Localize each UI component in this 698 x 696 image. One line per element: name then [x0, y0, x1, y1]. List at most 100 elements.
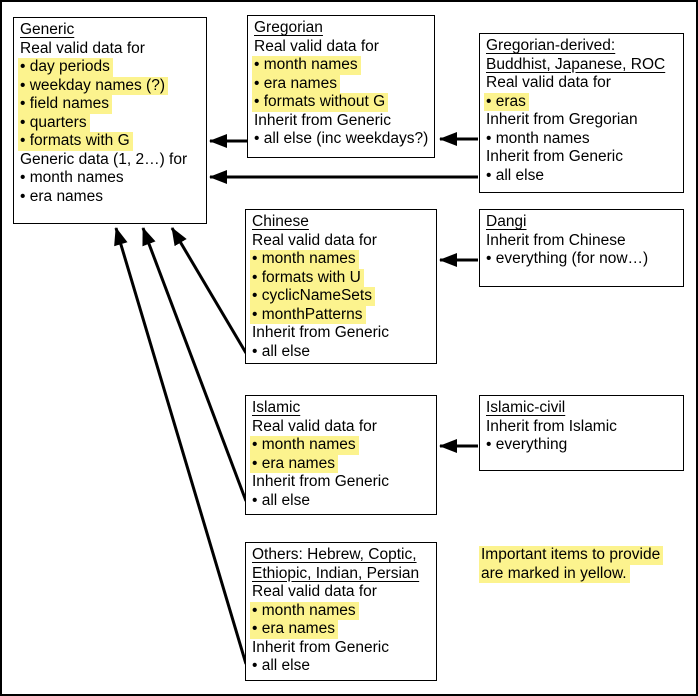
box-title-text: Generic	[20, 21, 75, 38]
text-line: • weekday names (?)	[18, 76, 203, 95]
line-text: • all else	[486, 166, 544, 184]
line-text: • all else	[252, 657, 310, 674]
text-line: Others: Hebrew, Coptic,	[250, 546, 433, 565]
line-text: Inherit from Generic	[252, 324, 389, 341]
text-line: Real valid data for	[252, 38, 431, 57]
text-line: • all else (inc weekdays?)	[252, 130, 431, 149]
line-text: Inherit from Generic	[252, 473, 389, 490]
text-line: • month names	[250, 601, 433, 620]
box-others-lines: Others: Hebrew, Coptic,Ethiopic, Indian,…	[250, 546, 433, 676]
text-line: • everything (for now…)	[484, 250, 680, 269]
line-text: • month names	[252, 56, 361, 75]
arrow-islamic-to-generic	[141, 227, 248, 502]
box-title-text: Gregorian	[254, 19, 323, 36]
text-line: Inherit from Chinese	[484, 232, 680, 251]
text-line: Islamic	[250, 399, 433, 418]
text-line: Buddhist, Japanese, ROC	[484, 56, 680, 75]
text-line: are marked in yellow.	[479, 564, 663, 583]
text-line: • month names	[484, 130, 680, 149]
text-line: Real valid data for	[18, 40, 203, 59]
text-line: • day periods	[18, 58, 203, 77]
line-text: • day periods	[18, 58, 113, 77]
text-line: • cyclicNameSets	[250, 287, 433, 306]
line-text: Real valid data for	[20, 39, 145, 57]
line-text: • formats without G	[252, 93, 389, 112]
text-line: Inherit from Generic	[252, 112, 431, 131]
box-gregorian-derived-lines: Gregorian-derived:Buddhist, Japanese, RO…	[484, 37, 680, 185]
line-text: Real valid data for	[254, 37, 379, 55]
line-text: • all else	[252, 342, 310, 360]
arrow-others-to-generic	[114, 227, 248, 665]
line-text: • everything	[486, 436, 568, 453]
line-text: • all else (inc weekdays?)	[254, 130, 429, 147]
text-line: Inherit from Gregorian	[484, 111, 680, 130]
text-line: • formats without G	[252, 93, 431, 112]
text-line: • month names	[252, 56, 431, 75]
line-text: • month names	[486, 129, 590, 147]
box-others: Others: Hebrew, Coptic,Ethiopic, Indian,…	[245, 542, 437, 681]
text-line: • monthPatterns	[250, 305, 433, 324]
line-text: • month names	[20, 169, 124, 186]
text-line: Real valid data for	[250, 418, 433, 437]
text-line: Inherit from Generic	[250, 324, 433, 343]
text-line: Inherit from Generic	[484, 148, 680, 167]
line-text: Inherit from Islamic	[486, 417, 617, 435]
line-text: • monthPatterns	[250, 305, 366, 324]
line-text: • era names	[250, 620, 338, 639]
line-text: Generic data (1, 2…) for	[20, 150, 188, 168]
text-line: • era names	[250, 620, 433, 639]
line-text: Inherit from Gregorian	[486, 111, 638, 128]
line-text: Real valid data for	[486, 74, 611, 91]
text-line: • everything	[484, 436, 680, 455]
line-text: Real valid data for	[252, 583, 377, 600]
text-line: Ethiopic, Indian, Persian	[250, 565, 433, 584]
text-line: Inherit from Islamic	[484, 418, 680, 437]
line-text: • cyclicNameSets	[250, 287, 375, 306]
line-text: • all else	[252, 491, 310, 509]
text-line: • quarters	[18, 113, 203, 132]
line-text: • era names	[250, 454, 338, 473]
line-text: • eras	[484, 92, 529, 111]
text-line: • era names	[250, 454, 433, 473]
text-line: • formats with G	[18, 132, 203, 151]
text-line: Important items to provide	[479, 546, 664, 565]
text-line: Real valid data for	[250, 232, 433, 251]
text-line: Gregorian-derived:	[484, 37, 680, 56]
line-text: Inherit from Chinese	[486, 231, 626, 249]
line-text: Inherit from Generic	[486, 148, 623, 165]
text-line: • all else	[250, 657, 433, 676]
box-title-text: Buddhist, Japanese, ROC	[486, 55, 666, 73]
text-line: Real valid data for	[250, 583, 433, 602]
line-text: • formats with G	[18, 132, 133, 151]
box-title-text: Dangi	[486, 213, 527, 230]
text-line: • formats with U	[250, 268, 433, 287]
text-line: • month names	[250, 436, 433, 455]
text-line: • month names	[250, 250, 433, 269]
text-line: • era names	[252, 74, 431, 93]
line-text: • era names	[252, 74, 340, 93]
text-line: Dangi	[484, 213, 680, 232]
line-text: • field names	[18, 95, 112, 114]
line-text: Inherit from Generic	[254, 111, 391, 129]
text-line: Generic	[18, 21, 203, 40]
text-line: Gregorian	[252, 19, 431, 38]
line-text: • formats with U	[250, 268, 364, 287]
box-title-text: Islamic-civil	[486, 399, 566, 416]
text-line: • all else	[250, 343, 433, 362]
text-line: • field names	[18, 95, 203, 114]
line-text: • month names	[250, 601, 359, 620]
